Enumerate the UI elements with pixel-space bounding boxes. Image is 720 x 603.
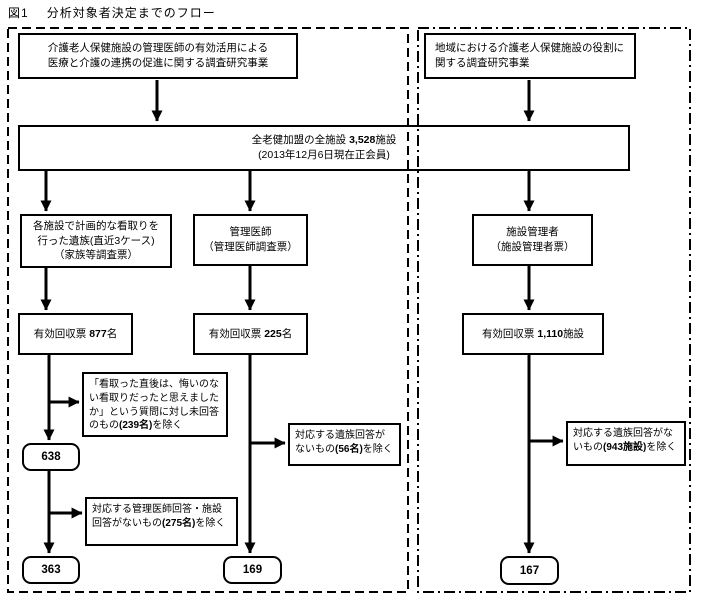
- family-valid-box: 有効回収票 877名: [18, 313, 133, 355]
- admin-target-box: 施設管理者 （施設管理者票）: [472, 214, 593, 266]
- exclusion-box-943: 対応する遺族回答がないもの(943施設)を除く: [566, 421, 686, 466]
- exclusion-239-count: (239名): [119, 420, 153, 432]
- right-study-region-border: [417, 27, 691, 593]
- doctor-valid-line: 有効回収票 225名: [209, 327, 292, 342]
- result-box-638: 638: [22, 443, 80, 471]
- admin-valid-label: 有効回収票: [481, 327, 538, 340]
- project-right-line1: 地域における介護老人保健施設の役割に: [435, 42, 624, 55]
- result-638-value: 638: [41, 451, 61, 463]
- doctor-target-box: 管理医師 （管理医師調査票）: [193, 214, 308, 266]
- project-right-line2: 関する調査研究事業: [435, 57, 530, 69]
- exclusion-box-275: 対応する管理医師回答・施設回答がないもの(275名)を除く: [85, 497, 238, 546]
- result-box-363: 363: [22, 556, 80, 584]
- admin-valid-box: 有効回収票 1,110施設: [462, 313, 604, 355]
- exclusion-56-text: 対応する遺族回答がないもの: [295, 430, 385, 455]
- admin-target-line1: 施設管理者: [506, 226, 559, 239]
- family-target-line3: （家族等調査票）: [54, 249, 138, 262]
- result-167-value: 167: [519, 564, 540, 577]
- family-target-box: 各施設で計画的な看取りを 行った遺族(直近3ケース) （家族等調査票）: [20, 214, 172, 268]
- doctor-target-line1: 管理医師: [229, 226, 272, 239]
- family-valid-unit: 名: [106, 327, 118, 340]
- all-facilities-unit: 施設: [375, 134, 397, 147]
- family-target-line2: 行った遺族(直近3ケース): [37, 234, 155, 247]
- project-box-right-study: 地域における介護老人保健施設の役割に 関する調査研究事業: [424, 33, 636, 79]
- project-left-line2: 医療と介護の連携の促進に関する調査研究事業: [47, 57, 269, 69]
- exclusion-275-text: 対応する管理医師回答・施設回答がないもの: [92, 504, 222, 529]
- exclusion-239-text: 「看取った直後は、悔いのない看取りだったと思えましたか」という質問に対し未回答の…: [89, 379, 219, 432]
- doctor-valid-label: 有効回収票: [208, 327, 265, 340]
- exclusion-239-suffix: を除く: [152, 420, 183, 432]
- exclusion-275-suffix: を除く: [195, 517, 226, 529]
- exclusion-943-suffix: を除く: [646, 441, 677, 453]
- all-facilities-text: 全老健加盟の全施設: [251, 134, 350, 147]
- doctor-valid-count: 225: [264, 327, 282, 340]
- exclusion-box-56: 対応する遺族回答がないもの(56名)を除く: [288, 423, 401, 466]
- result-363-value: 363: [41, 564, 61, 576]
- all-facilities-line2: (2013年12月6日現在正会員): [258, 149, 390, 161]
- admin-valid-line: 有効回収票 1,110施設: [482, 327, 584, 342]
- all-facilities-box: 全老健加盟の全施設 3,528施設 (2013年12月6日現在正会員): [18, 125, 630, 171]
- doctor-valid-box: 有効回収票 225名: [193, 313, 308, 355]
- result-box-169: 169: [223, 556, 282, 584]
- admin-valid-unit: 施設: [563, 327, 585, 340]
- family-valid-line: 有効回収票 877名: [34, 327, 117, 342]
- exclusion-943-text: 対応する遺族回答がないもの: [573, 428, 673, 453]
- admin-target-line2: （施設管理者票）: [490, 241, 575, 253]
- doctor-valid-unit: 名: [281, 327, 293, 340]
- project-box-left-study: 介護老人保健施設の管理医師の有効活用による 医療と介護の連携の促進に関する調査研…: [18, 33, 298, 79]
- figure-caption: 図1 分析対象者決定までのフロー: [8, 4, 216, 21]
- result-box-167: 167: [500, 556, 559, 585]
- exclusion-56-suffix: を除く: [362, 443, 393, 455]
- figure-title: 分析対象者決定までのフロー: [46, 6, 216, 20]
- exclusion-box-239: 「看取った直後は、悔いのない看取りだったと思えましたか」という質問に対し未回答の…: [82, 372, 228, 437]
- all-facilities-line1: 全老健加盟の全施設 3,528施設: [252, 133, 397, 148]
- exclusion-56-count: (56名): [335, 443, 363, 455]
- project-left-line1: 介護老人保健施設の管理医師の有効活用による: [47, 42, 269, 55]
- exclusion-275-count: (275名): [162, 517, 196, 529]
- family-target-line1: 各施設で計画的な看取りを: [33, 219, 159, 232]
- family-valid-label: 有効回収票: [33, 327, 90, 340]
- left-study-region-border: [7, 27, 409, 593]
- family-valid-count: 877: [89, 327, 107, 340]
- doctor-target-line2: （管理医師調査票）: [203, 241, 298, 253]
- admin-valid-count: 1,110: [537, 327, 564, 340]
- exclusion-943-count: (943施設): [603, 441, 647, 453]
- figure-label: 図1: [8, 6, 29, 20]
- all-facilities-count: 3,528: [349, 134, 376, 147]
- result-169-value: 169: [242, 564, 263, 576]
